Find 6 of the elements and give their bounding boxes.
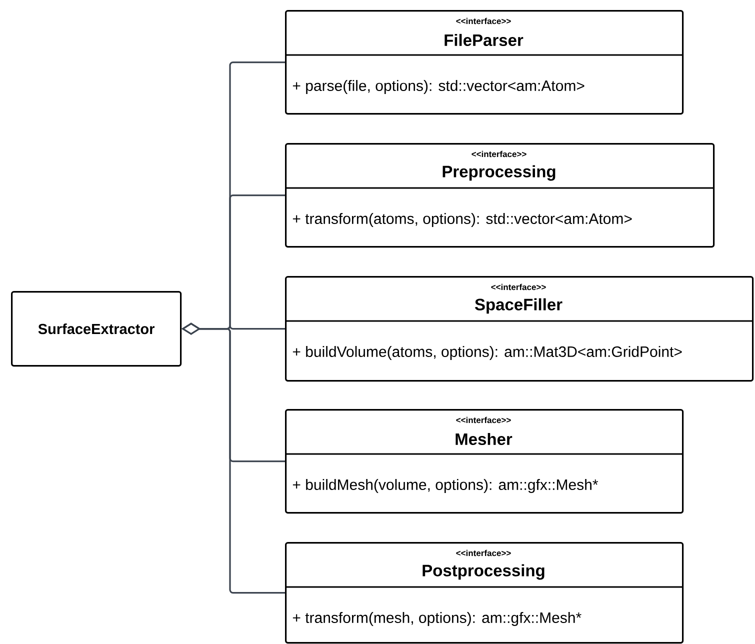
class-box: SurfaceExtractor [11,291,182,367]
interface-class-box: <<interface>> SpaceFiller + buildVolume(atoms, options): am::Mat3D<am:GridPoint> [285,276,754,382]
interface-class-box: <<interface>> Mesher + buildMesh(volume, options): am::gfx::Mesh* [285,409,684,514]
interface-class-box: <<interface>> Preprocessing + transform(atoms, options): std::vector<am:Atom> [285,143,715,248]
interface-class-box: <<interface>> FileParser + parse(file, options): std::vector<am:Atom> [285,10,684,115]
interface-class-box: <<interface>> Postprocessing + transform(mesh, options): am::gfx::Mesh* [285,542,684,644]
